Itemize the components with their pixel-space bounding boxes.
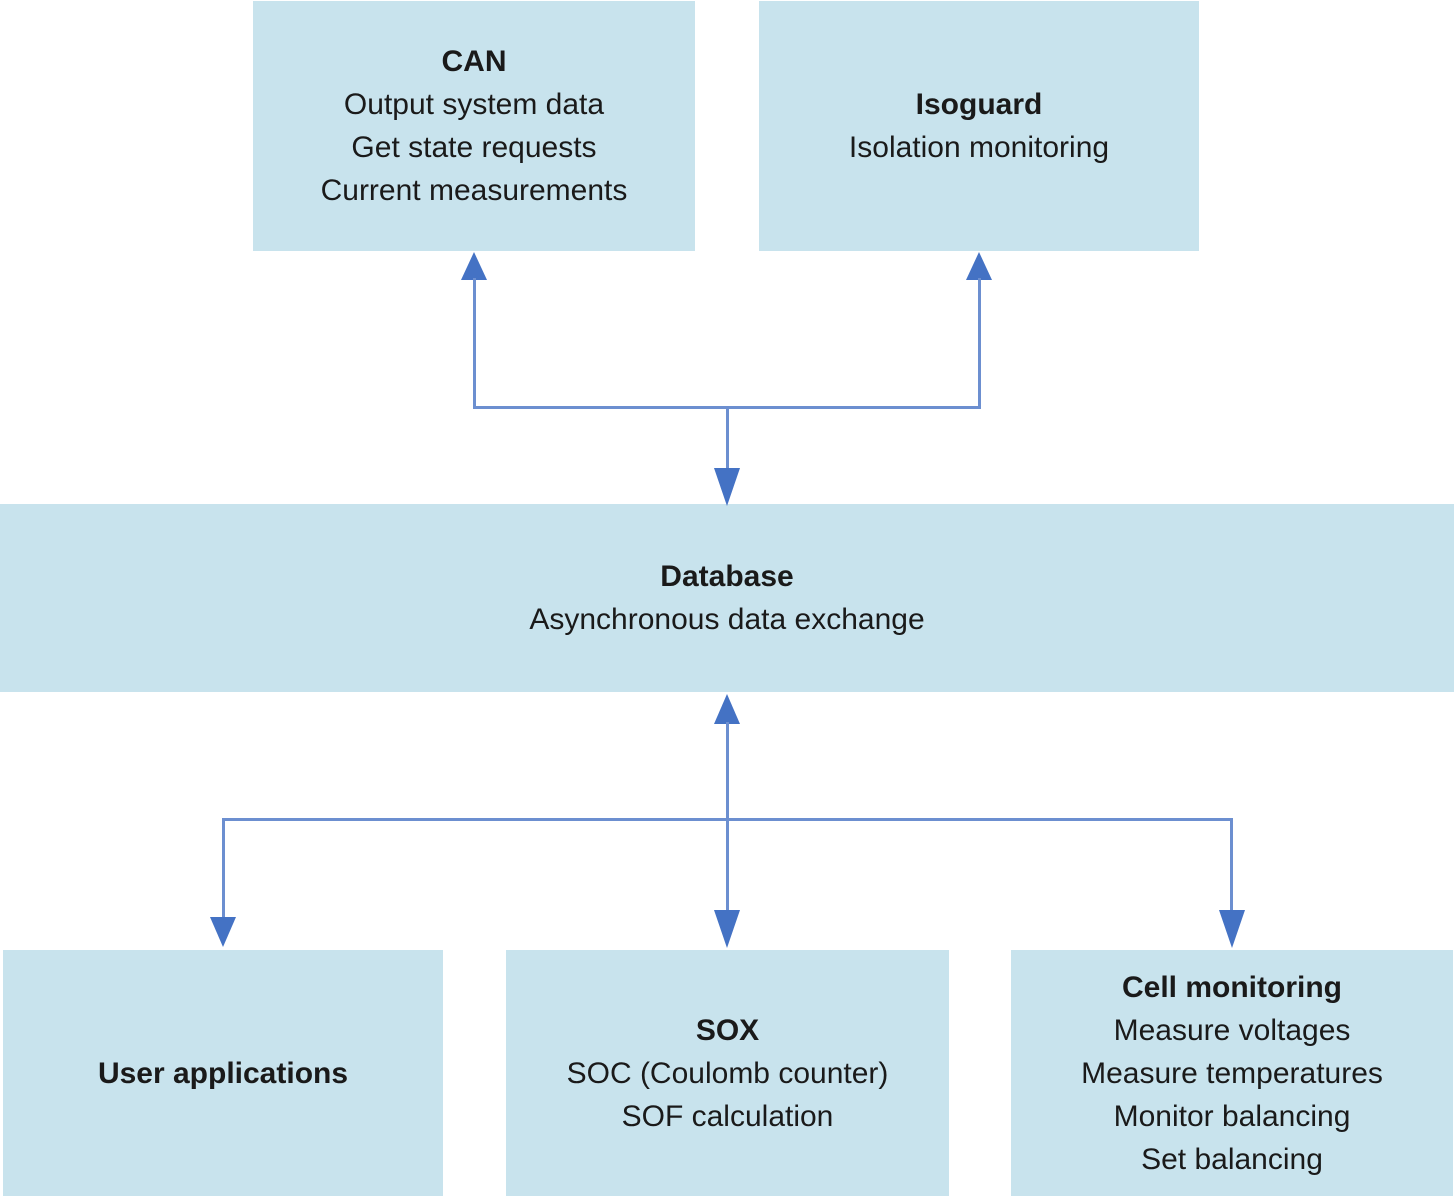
node-cell-monitoring-line: Measure voltages xyxy=(1113,1013,1351,1047)
node-sox: SOX SOC (Coulomb counter) SOF calculatio… xyxy=(506,950,949,1196)
connector-line-can xyxy=(473,278,476,409)
node-can-line: Current measurements xyxy=(320,174,628,207)
connector-line-user-applications xyxy=(222,818,225,918)
node-database-line: Asynchronous data exchange xyxy=(529,603,925,636)
node-can-title: CAN xyxy=(441,45,507,78)
node-cell-monitoring-title: Cell monitoring xyxy=(1122,970,1342,1004)
arrowhead-down-to-user-applications-icon xyxy=(210,917,236,947)
node-user-applications: User applications xyxy=(3,950,443,1196)
node-user-applications-title: User applications xyxy=(97,1056,349,1090)
node-cell-monitoring-line: Monitor balancing xyxy=(1113,1099,1351,1133)
arrowhead-up-to-isoguard-icon xyxy=(966,252,992,280)
node-can-line: Get state requests xyxy=(351,131,597,164)
node-sox-title: SOX xyxy=(695,1013,760,1047)
connector-line-center-vertical xyxy=(726,722,729,912)
node-cell-monitoring: Cell monitoring Measure voltages Measure… xyxy=(1011,950,1453,1196)
arrowhead-up-to-can-icon xyxy=(461,252,487,280)
connector-line-isoguard xyxy=(978,278,981,409)
node-can-line: Output system data xyxy=(343,88,605,121)
connector-line-cell-monitoring xyxy=(1230,818,1233,918)
node-sox-line: SOC (Coulomb counter) xyxy=(566,1056,889,1090)
node-isoguard: Isoguard Isolation monitoring xyxy=(759,1,1199,251)
node-isoguard-title: Isoguard xyxy=(915,88,1043,121)
node-database-title: Database xyxy=(660,560,794,593)
connector-line-bottom-horizontal xyxy=(222,818,1233,821)
arrowhead-up-to-database-icon xyxy=(714,694,740,724)
arrowhead-down-to-database-icon xyxy=(714,468,740,506)
connector-line-to-database xyxy=(726,407,729,468)
node-sox-line: SOF calculation xyxy=(621,1099,834,1133)
arrowhead-down-to-cell-monitoring-icon xyxy=(1219,910,1245,948)
node-isoguard-line: Isolation monitoring xyxy=(848,131,1110,164)
node-cell-monitoring-line: Measure temperatures xyxy=(1081,1056,1383,1090)
node-database: Database Asynchronous data exchange xyxy=(0,504,1454,692)
node-can: CAN Output system data Get state request… xyxy=(253,1,695,251)
node-cell-monitoring-line: Set balancing xyxy=(1141,1142,1323,1176)
arrowhead-down-to-sox-icon xyxy=(714,910,740,948)
